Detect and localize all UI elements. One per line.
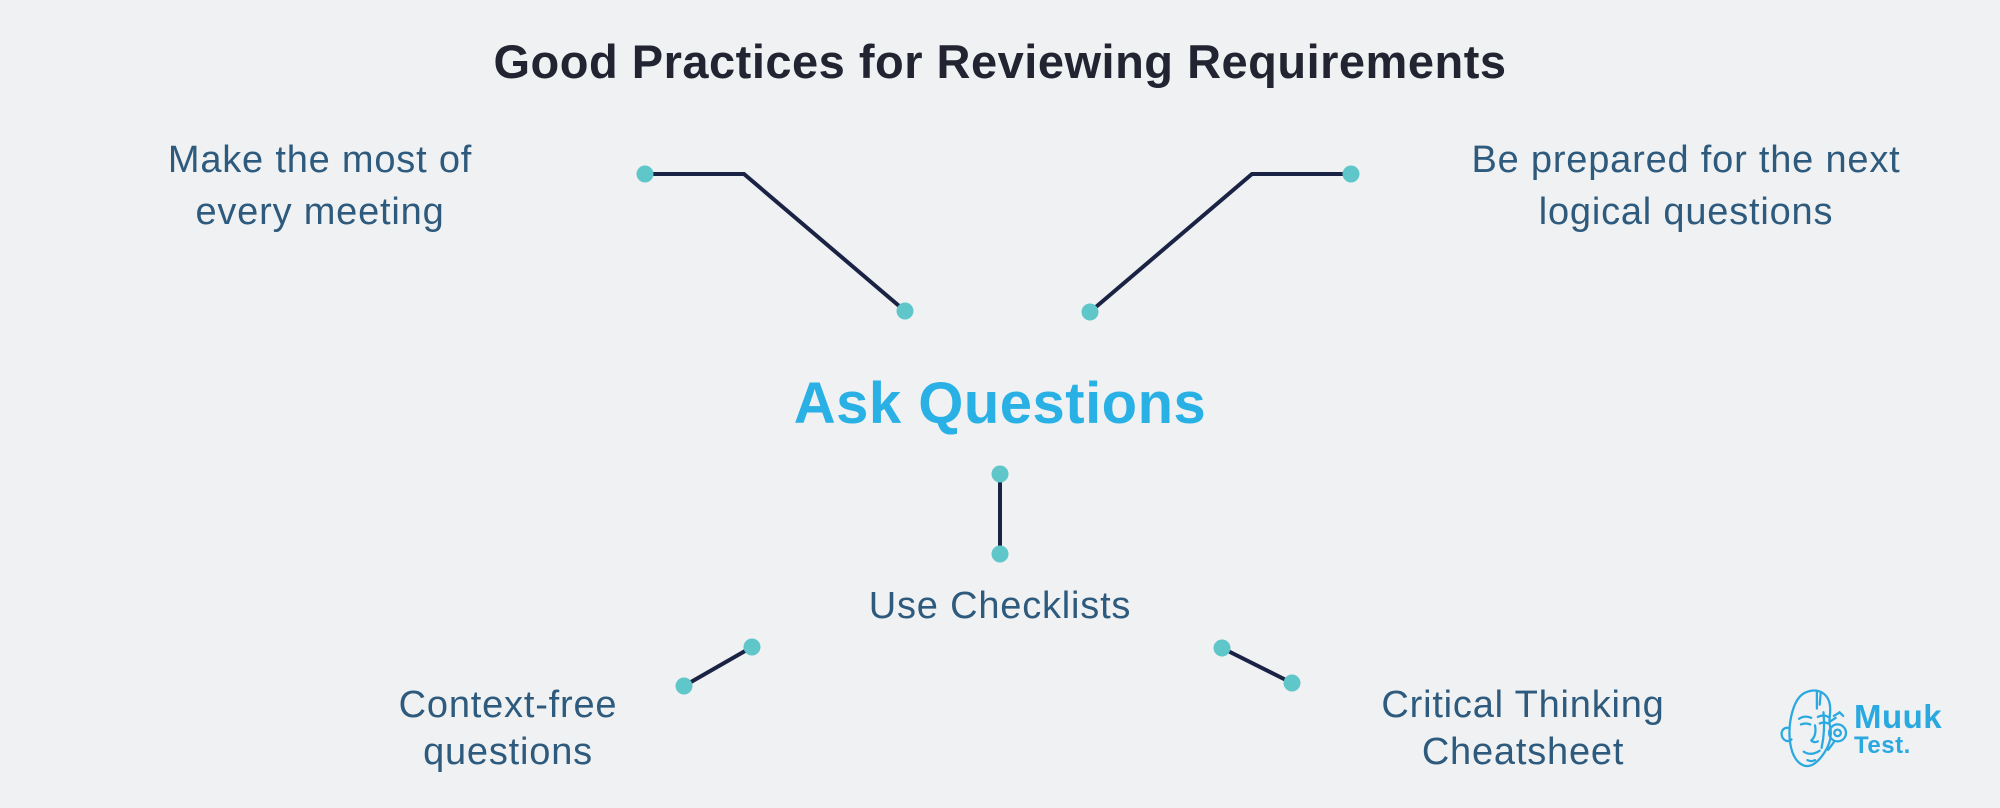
brand-name-bottom: Test. [1854, 732, 1911, 759]
page-title: Good Practices for Reviewing Requirement… [493, 35, 1507, 88]
node-label-line: Context-free [398, 684, 618, 726]
node-be-prepared: Be prepared for the next logical questio… [1386, 134, 1986, 238]
muuktest-wordmark: Muuk Test. [1854, 700, 1942, 758]
node-label-line: every meeting [195, 191, 445, 233]
connector-bottom-right [1221, 646, 1293, 685]
connector-dot [991, 545, 1009, 563]
connector-dot [991, 465, 1009, 483]
node-label-line: Make the most of [167, 139, 473, 181]
sketched-face-icon [1780, 689, 1848, 768]
connector-top-right [1088, 172, 1351, 314]
node-label-line: questions [423, 731, 593, 773]
connector-bottom-left [683, 645, 753, 688]
node-label-line: Critical Thinking [1381, 684, 1665, 726]
node-make-the-most: Make the most of every meeting [20, 134, 620, 238]
muuktest-logo: Muuk Test. [1768, 684, 1998, 784]
connector-dot [1342, 165, 1360, 183]
connector-dot [636, 165, 654, 183]
node-label-line: Cheatsheet [1421, 731, 1625, 773]
node-critical-thinking: Critical Thinking Cheatsheet [1223, 682, 1823, 776]
connector-dot [743, 638, 761, 656]
node-use-checklists: Use Checklists [868, 585, 1132, 627]
connector-dot [1081, 303, 1099, 321]
node-ask-questions: Ask Questions [793, 371, 1207, 436]
node-label-line: logical questions [1538, 191, 1834, 233]
connector-dot [896, 302, 914, 320]
node-context-free: Context-free questions [208, 682, 808, 776]
connector-dot [1213, 639, 1231, 657]
brand-name-top: Muuk [1854, 698, 1943, 735]
connector-top-left [645, 172, 907, 313]
node-label-line: Be prepared for the next [1471, 139, 1901, 181]
